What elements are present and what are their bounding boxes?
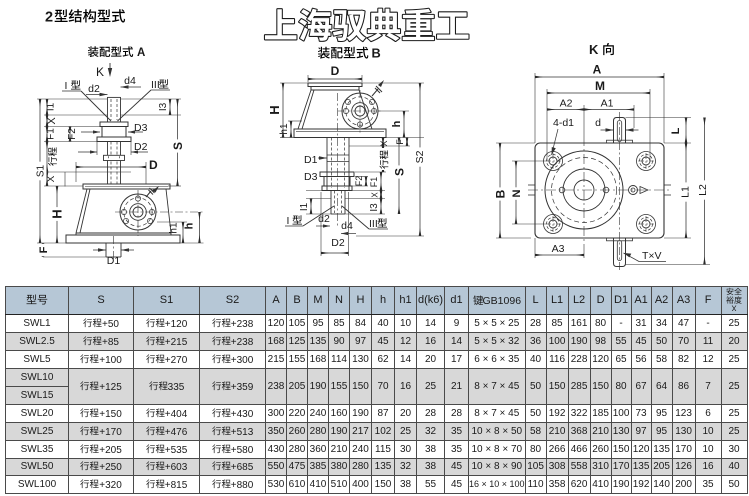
svg-text:X: X [46, 175, 57, 182]
svg-text:D2: D2 [134, 141, 148, 153]
svg-text:X: X [371, 192, 380, 198]
svg-text:D: D [149, 158, 158, 172]
svg-text:K: K [589, 42, 599, 57]
svg-text:S: S [171, 142, 185, 150]
svg-text:III: III [151, 79, 160, 91]
svg-text:d4: d4 [341, 220, 353, 232]
svg-text:F1: F1 [46, 128, 57, 140]
svg-text:III: III [369, 218, 378, 230]
svg-text:A3: A3 [552, 243, 565, 255]
svg-text:D: D [331, 64, 340, 78]
svg-text:I1: I1 [46, 102, 57, 111]
svg-text:h1: h1 [169, 222, 180, 234]
svg-text:d4: d4 [124, 75, 136, 87]
svg-text:S: S [392, 168, 406, 176]
svg-text:S1: S1 [36, 164, 47, 177]
svg-text:2: 2 [45, 9, 53, 25]
svg-text:I1: I1 [299, 202, 310, 211]
svg-text:A1: A1 [601, 98, 614, 110]
svg-text:M: M [595, 79, 605, 93]
svg-text:X: X [731, 304, 737, 311]
svg-text:F: F [395, 139, 405, 145]
svg-text:D2: D2 [331, 237, 345, 249]
svg-text:N: N [511, 189, 523, 197]
svg-text:I: I [65, 80, 68, 92]
svg-text:d2: d2 [318, 213, 330, 225]
svg-text:F2: F2 [67, 128, 78, 140]
svg-text:X: X [46, 117, 58, 125]
svg-text:B: B [372, 46, 381, 61]
svg-text:X: X [379, 140, 389, 146]
svg-text:4-d1: 4-d1 [553, 117, 574, 129]
svg-text:L1: L1 [679, 186, 691, 198]
svg-text:I3: I3 [158, 102, 169, 111]
svg-text:H: H [50, 209, 65, 218]
svg-text:F1: F1 [369, 177, 379, 188]
svg-text:D3: D3 [134, 122, 148, 134]
svg-text:d: d [595, 117, 601, 129]
svg-text:K: K [96, 65, 104, 79]
svg-text:L: L [670, 127, 682, 134]
svg-text:B: B [493, 189, 507, 198]
svg-text:A: A [137, 47, 145, 59]
svg-text:S2: S2 [414, 150, 426, 163]
svg-text:I: I [287, 215, 290, 227]
svg-text:F: F [38, 246, 50, 253]
svg-text:D1: D1 [304, 154, 318, 166]
svg-text:h: h [184, 222, 196, 229]
svg-text:h1: h1 [279, 123, 290, 135]
svg-text:d2: d2 [88, 83, 100, 95]
svg-text:F2: F2 [354, 176, 364, 187]
svg-text:h: h [391, 120, 403, 127]
svg-text:A: A [593, 63, 602, 77]
svg-text:D3: D3 [304, 171, 318, 183]
svg-text:D1: D1 [107, 255, 121, 267]
svg-text:A2: A2 [560, 98, 573, 110]
svg-text:T×V: T×V [642, 250, 662, 262]
svg-text:H: H [267, 105, 282, 114]
svg-text:I3: I3 [369, 203, 380, 212]
svg-text:L2: L2 [697, 184, 709, 196]
